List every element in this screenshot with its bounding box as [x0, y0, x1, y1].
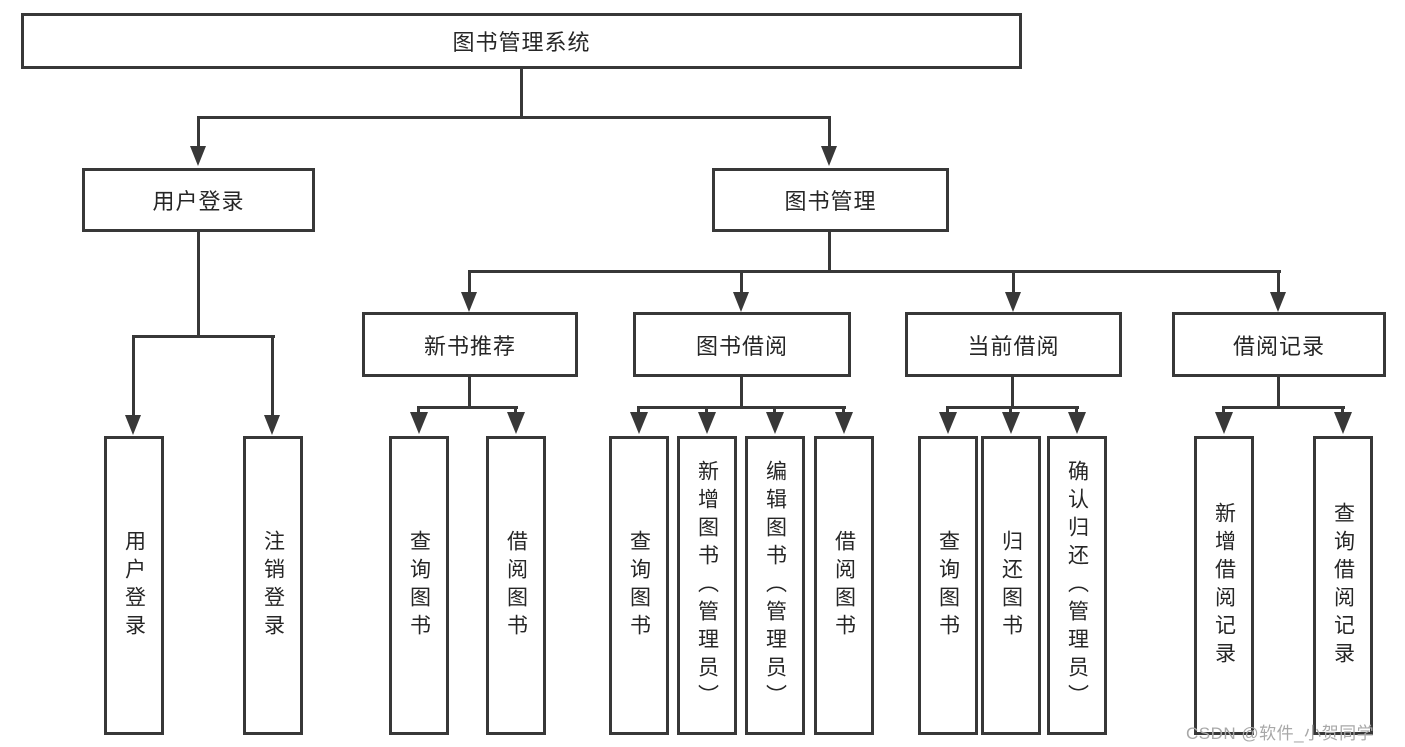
- arrow-down-icon: [698, 412, 716, 434]
- connector-hline: [417, 406, 518, 409]
- connector-vline: [1341, 406, 1344, 414]
- arrow-down-icon: [733, 292, 749, 312]
- connector-vline: [271, 335, 274, 417]
- node-book-borrowing: 图书借阅: [633, 312, 851, 377]
- arrow-down-icon: [1005, 292, 1021, 312]
- leaf-edit-book-admin: 编辑图书（管理员）: [745, 436, 805, 735]
- leaf-logout: 注销登录: [243, 436, 303, 735]
- arrow-down-icon: [461, 292, 477, 312]
- connector-vline: [468, 270, 471, 294]
- leaf-confirm-return-admin: 确认归还（管理员）: [1047, 436, 1107, 735]
- connector-hline: [132, 335, 275, 338]
- leaf-add-borrow-record: 新增借阅记录: [1194, 436, 1254, 735]
- connector-hline: [946, 406, 1079, 409]
- connector-vline: [197, 116, 200, 148]
- arrow-down-icon: [264, 415, 280, 435]
- arrow-down-icon: [1334, 412, 1352, 434]
- arrow-down-icon: [1068, 412, 1086, 434]
- arrow-down-icon: [821, 146, 837, 166]
- connector-vline: [946, 406, 949, 414]
- node-current-borrowing: 当前借阅: [905, 312, 1122, 377]
- arrow-down-icon: [125, 415, 141, 435]
- connector-vline: [1012, 270, 1015, 294]
- arrow-down-icon: [410, 412, 428, 434]
- connector-vline: [1277, 270, 1280, 294]
- connector-vline: [468, 377, 471, 409]
- arrow-down-icon: [766, 412, 784, 434]
- leaf-add-book-admin: 新增图书（管理员）: [677, 436, 737, 735]
- connector-vline: [514, 406, 517, 414]
- connector-hline: [197, 116, 831, 119]
- arrow-down-icon: [1215, 412, 1233, 434]
- connector-vline: [1277, 377, 1280, 409]
- node-book-management: 图书管理: [712, 168, 949, 232]
- node-user-login: 用户登录: [82, 168, 315, 232]
- leaf-user-login: 用户登录: [104, 436, 164, 735]
- leaf-borrow-books: 借阅图书: [814, 436, 874, 735]
- connector-vline: [197, 232, 200, 337]
- arrow-down-icon: [835, 412, 853, 434]
- leaf-query-borrow-record: 查询借阅记录: [1313, 436, 1373, 735]
- connector-vline: [740, 377, 743, 409]
- connector-vline: [1011, 377, 1014, 409]
- node-borrowing-records: 借阅记录: [1172, 312, 1386, 377]
- arrow-down-icon: [1002, 412, 1020, 434]
- connector-vline: [705, 406, 708, 414]
- arrow-down-icon: [630, 412, 648, 434]
- connector-hline: [637, 406, 846, 409]
- connector-vline: [1075, 406, 1078, 414]
- leaf-query-books-borrowing: 查询图书: [609, 436, 669, 735]
- leaf-query-books-recommend: 查询图书: [389, 436, 449, 735]
- arrow-down-icon: [507, 412, 525, 434]
- leaf-borrow-books-recommend: 借阅图书: [486, 436, 546, 735]
- connector-vline: [828, 116, 831, 148]
- connector-vline: [773, 406, 776, 414]
- connector-vline: [740, 270, 743, 294]
- connector-vline: [842, 406, 845, 414]
- connector-vline: [132, 335, 135, 417]
- connector-vline: [417, 406, 420, 414]
- connector-vline: [1009, 406, 1012, 414]
- csdn-watermark: CSDN @软件_小贺同学: [1186, 724, 1375, 743]
- node-new-book-recommend: 新书推荐: [362, 312, 578, 377]
- connector-hline: [469, 270, 1281, 273]
- node-library-management-system: 图书管理系统: [21, 13, 1022, 69]
- connector-vline: [1222, 406, 1225, 414]
- connector-vline: [520, 69, 523, 119]
- leaf-query-books-current: 查询图书: [918, 436, 978, 735]
- connector-hline: [1222, 406, 1345, 409]
- connector-vline: [637, 406, 640, 414]
- arrow-down-icon: [190, 146, 206, 166]
- arrow-down-icon: [1270, 292, 1286, 312]
- leaf-return-book: 归还图书: [981, 436, 1041, 735]
- arrow-down-icon: [939, 412, 957, 434]
- connector-vline: [828, 232, 831, 273]
